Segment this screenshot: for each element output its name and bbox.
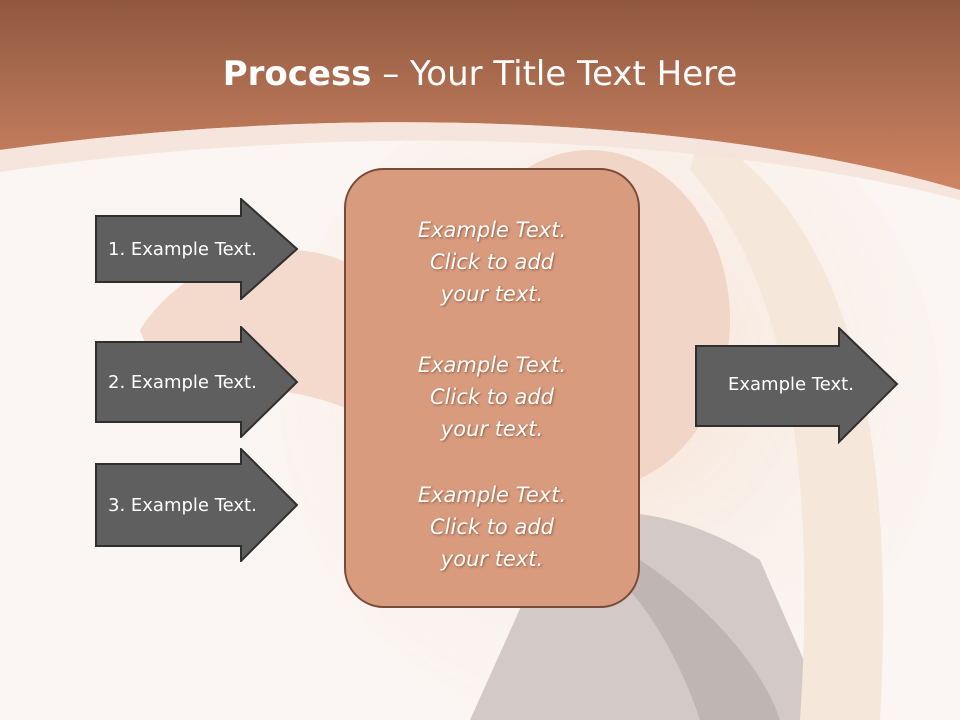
center-paragraph-3: Example Text. Click to add your text. xyxy=(346,479,638,575)
process-arrow-label: 3. Example Text. xyxy=(108,494,257,516)
arrow-shape xyxy=(695,327,899,445)
result-arrow-label: Example Text. xyxy=(728,373,854,395)
arrow-shape xyxy=(95,198,299,300)
title-rest: – Your Title Text Here xyxy=(371,54,738,94)
paragraph-line: Click to add xyxy=(429,515,554,539)
title-bold: Process xyxy=(222,54,372,94)
paragraph-line: your text. xyxy=(440,547,544,571)
process-arrow-label: 1. Example Text. xyxy=(108,238,257,260)
arrow-shape xyxy=(95,448,299,562)
center-paragraph-2: Example Text. Click to add your text. xyxy=(346,349,638,445)
slide-title: Process – Your Title Text Here xyxy=(0,52,960,96)
paragraph-line: your text. xyxy=(440,282,544,306)
process-arrow-1[interactable]: 1. Example Text. xyxy=(95,198,299,300)
result-arrow[interactable]: Example Text. xyxy=(695,327,899,445)
paragraph-line: your text. xyxy=(440,417,544,441)
header-swoosh xyxy=(0,122,960,200)
paragraph-line: Example Text. xyxy=(417,353,567,377)
process-arrow-label: 2. Example Text. xyxy=(108,371,257,393)
paragraph-line: Click to add xyxy=(429,385,554,409)
center-text-box[interactable]: Example Text. Click to add your text. Ex… xyxy=(344,168,640,608)
center-paragraph-1: Example Text. Click to add your text. xyxy=(346,214,638,310)
paragraph-line: Example Text. xyxy=(417,218,567,242)
process-arrow-2[interactable]: 2. Example Text. xyxy=(95,326,299,438)
process-arrow-3[interactable]: 3. Example Text. xyxy=(95,448,299,562)
paragraph-line: Example Text. xyxy=(417,483,567,507)
paragraph-line: Click to add xyxy=(429,250,554,274)
header-band xyxy=(0,0,960,190)
arrow-shape xyxy=(95,326,299,438)
